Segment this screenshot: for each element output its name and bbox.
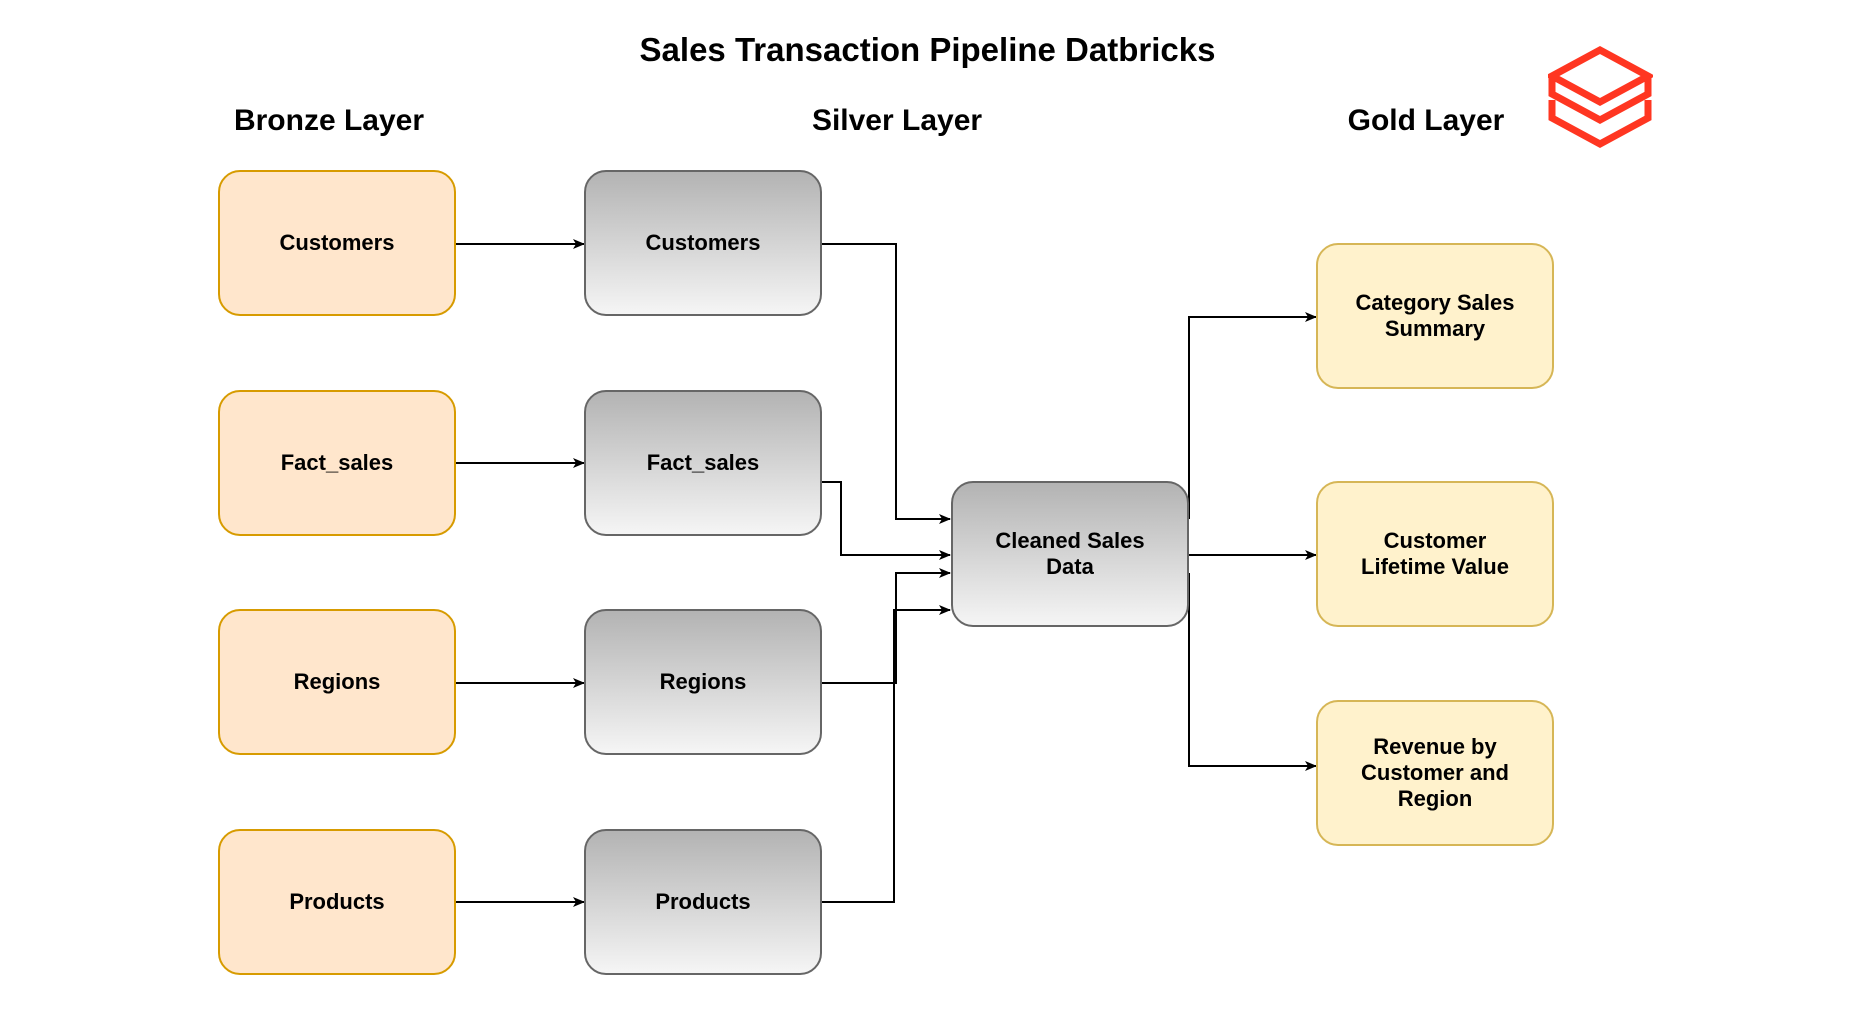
bronze-products-label: Products (289, 889, 385, 914)
category-sales-summary-label: Category Sales Summary (1355, 290, 1515, 341)
customer-lifetime-value-label: Customer Lifetime Value (1361, 528, 1509, 579)
category-sales-summary-node[interactable]: Category Sales Summary (1316, 243, 1554, 389)
edge-silver-customers-to-cleaned (822, 243, 951, 524)
silver-regions-label: Regions (659, 669, 747, 694)
edge-silver-fact-sales-to-cleaned (822, 481, 951, 560)
silver-layer-header: Silver Layer (811, 104, 983, 137)
customer-lifetime-value-node[interactable]: Customer Lifetime Value (1316, 481, 1554, 627)
revenue-by-customer-region-node[interactable]: Revenue by Customer and Region (1316, 700, 1554, 846)
silver-customers-node[interactable]: Customers (584, 170, 822, 316)
cleaned-sales-data-label: Cleaned Sales Data (995, 528, 1145, 579)
silver-products-node[interactable]: Products (584, 829, 822, 975)
bronze-products-node[interactable]: Products (218, 829, 456, 975)
edge-cleaned-to-category-summary (1188, 312, 1317, 519)
cleaned-sales-data-node[interactable]: Cleaned Sales Data (951, 481, 1189, 627)
edge-cleaned-to-revenue-by-customer (1188, 573, 1317, 771)
silver-customers-label: Customers (645, 230, 761, 255)
edge-silver-regions-to-cleaned (822, 568, 951, 684)
edge-silver-products-to-cleaned (822, 605, 951, 903)
revenue-by-customer-region-label: Revenue by Customer and Region (1361, 734, 1509, 811)
silver-products-label: Products (655, 889, 751, 914)
silver-fact-sales-node[interactable]: Fact_sales (584, 390, 822, 536)
bronze-fact-sales-label: Fact_sales (280, 450, 394, 475)
databricks-logo-icon (1548, 46, 1653, 148)
silver-fact-sales-label: Fact_sales (646, 450, 760, 475)
bronze-regions-label: Regions (293, 669, 381, 694)
bronze-customers-label: Customers (279, 230, 395, 255)
page-title: Sales Transaction Pipeline Datbricks (639, 31, 1216, 68)
silver-regions-node[interactable]: Regions (584, 609, 822, 755)
bronze-customers-node[interactable]: Customers (218, 170, 456, 316)
bronze-layer-header: Bronze Layer (233, 104, 425, 137)
gold-layer-header: Gold Layer (1347, 104, 1505, 137)
bronze-fact-sales-node[interactable]: Fact_sales (218, 390, 456, 536)
bronze-regions-node[interactable]: Regions (218, 609, 456, 755)
